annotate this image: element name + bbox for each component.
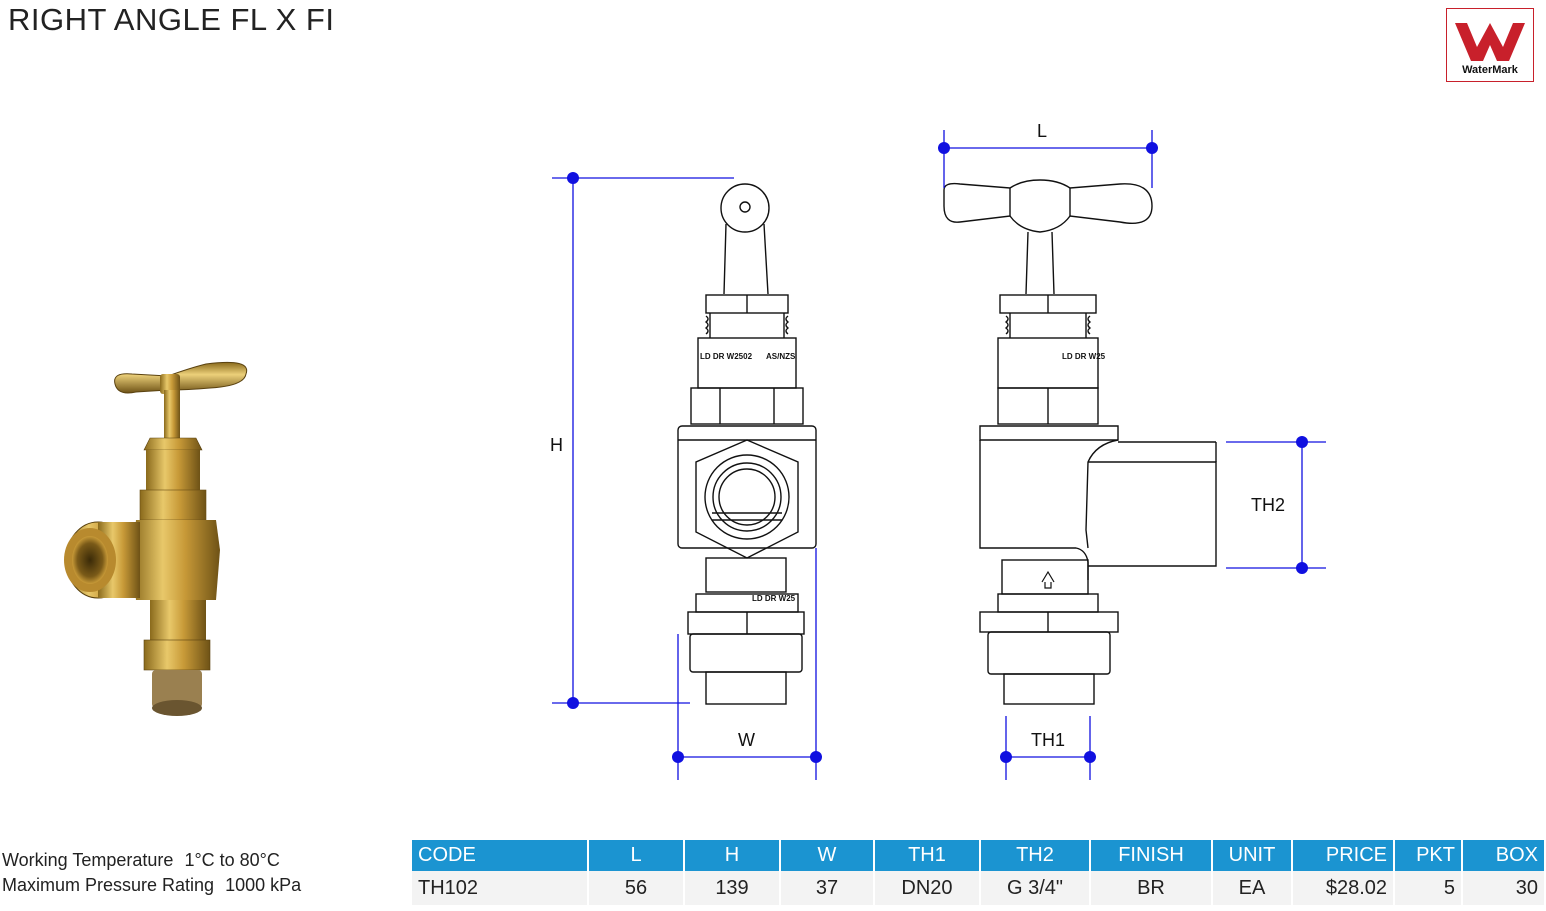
technical-drawing: LD DR W2502 AS/NZS LD DR W25 LD DR W25: [540, 110, 1340, 795]
lower-marking: LD DR W25: [752, 594, 796, 603]
cell-code: TH102: [412, 871, 589, 905]
watermark-logo: WaterMark: [1446, 8, 1534, 82]
page-title: RIGHT ANGLE FL X FI: [8, 2, 335, 37]
cell-price: $28.02: [1292, 871, 1395, 905]
cell-l: 56: [588, 871, 685, 905]
max-pressure-row: Maximum Pressure Rating 1000 kPa: [2, 873, 301, 898]
working-temperature-row: Working Temperature 1°C to 80°C: [2, 848, 301, 873]
column-header: PRICE: [1292, 840, 1395, 871]
column-header: PKT: [1394, 840, 1463, 871]
cell-w: 37: [780, 871, 875, 905]
cell-unit: EA: [1212, 871, 1293, 905]
front-marking-standard: AS/NZS: [766, 352, 796, 361]
column-header: H: [684, 840, 781, 871]
product-table: CODE L H W TH1 TH2 FINISH UNIT PRICE PKT…: [412, 840, 1544, 905]
column-header: TH1: [874, 840, 981, 871]
cell-pkt: 5: [1394, 871, 1463, 905]
product-photo: [40, 350, 270, 725]
max-pressure-value: 1000 kPa: [225, 875, 302, 895]
cell-th1: DN20: [874, 871, 981, 905]
working-temperature-value: 1°C to 80°C: [184, 850, 280, 870]
dimension-h-label: H: [550, 435, 563, 455]
column-header: FINISH: [1090, 840, 1213, 871]
front-marking: LD DR W2502: [700, 352, 753, 361]
side-marking: LD DR W25: [1062, 352, 1106, 361]
column-header: UNIT: [1212, 840, 1293, 871]
cell-box: 30: [1462, 871, 1544, 905]
column-header: CODE: [412, 840, 589, 871]
dimension-w-label: W: [738, 730, 755, 750]
column-header: BOX: [1462, 840, 1544, 871]
cell-th2: G 3/4": [980, 871, 1091, 905]
watermark-logo-text: WaterMark: [1462, 64, 1519, 76]
dimension-l-label: L: [1037, 121, 1047, 141]
max-pressure-label: Maximum Pressure Rating: [2, 875, 215, 895]
cell-h: 139: [684, 871, 781, 905]
dimension-th1-label: TH1: [1031, 730, 1065, 750]
column-header: TH2: [980, 840, 1091, 871]
working-temperature-label: Working Temperature: [2, 850, 174, 870]
column-header: L: [588, 840, 685, 871]
cell-finish: BR: [1090, 871, 1213, 905]
column-header: W: [780, 840, 875, 871]
table-row: TH102 56 139 37 DN20 G 3/4" BR EA $28.02…: [412, 871, 1544, 905]
dimension-th2-label: TH2: [1251, 495, 1285, 515]
specifications: Working Temperature 1°C to 80°C Maximum …: [2, 848, 301, 898]
table-header-row: CODE L H W TH1 TH2 FINISH UNIT PRICE PKT…: [412, 840, 1544, 871]
